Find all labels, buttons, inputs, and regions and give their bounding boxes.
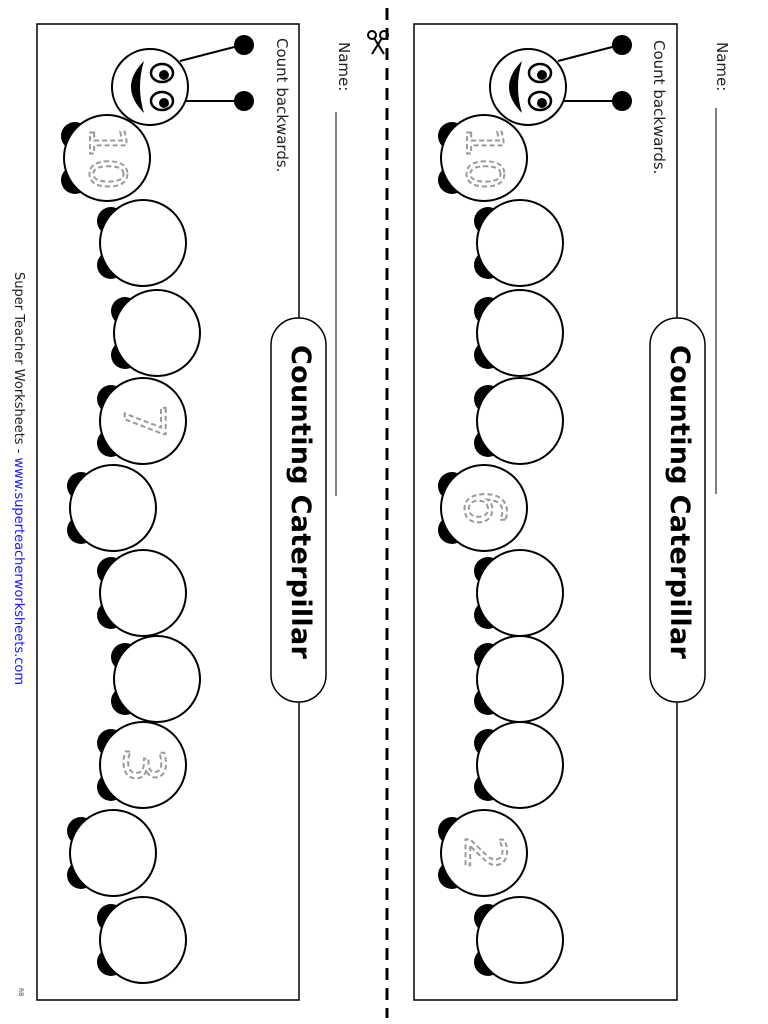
name-label-left: Name: bbox=[335, 42, 353, 92]
trace-digit: 2 bbox=[452, 835, 517, 871]
scissors-icon bbox=[367, 30, 389, 55]
segment-circle bbox=[476, 199, 564, 287]
body-segment bbox=[474, 377, 564, 465]
segment-circle bbox=[476, 377, 564, 465]
title-left: Counting Caterpillar bbox=[285, 345, 316, 660]
body-segment bbox=[97, 549, 187, 637]
body-segment bbox=[97, 199, 187, 287]
title-right: Counting Caterpillar bbox=[664, 345, 695, 660]
body-segment: 10 bbox=[438, 114, 528, 202]
segment-circle bbox=[440, 809, 528, 897]
body-segment: 6 bbox=[438, 464, 528, 552]
body-segment bbox=[474, 199, 564, 287]
mouth bbox=[131, 61, 144, 113]
caterpillar-right: 2 6 10 bbox=[438, 35, 632, 984]
segment-circle bbox=[476, 896, 564, 984]
trace-digit: 10 bbox=[455, 126, 513, 190]
segment-circle bbox=[99, 377, 187, 465]
mouth bbox=[509, 61, 522, 113]
segment-circle bbox=[113, 635, 201, 723]
caterpillar-face-icon bbox=[489, 48, 567, 126]
body-segment bbox=[474, 721, 564, 809]
segment-circle bbox=[69, 464, 157, 552]
segment-circle bbox=[99, 549, 187, 637]
body-segment bbox=[97, 896, 187, 984]
segment-circle bbox=[476, 635, 564, 723]
segment-circle bbox=[440, 464, 528, 552]
segment-circle bbox=[63, 114, 151, 202]
footer-prefix: Super Teacher Worksheets - bbox=[11, 272, 26, 458]
title-banner-right bbox=[649, 317, 706, 703]
caterpillar-face-icon bbox=[111, 48, 189, 126]
footer-credit: Super Teacher Worksheets - www.superteac… bbox=[11, 272, 26, 685]
body-segment bbox=[474, 896, 564, 984]
trace-digit: 10 bbox=[78, 126, 136, 190]
segment-circle bbox=[476, 289, 564, 377]
segment-circle bbox=[99, 896, 187, 984]
antenna bbox=[179, 44, 243, 62]
body-segment bbox=[474, 635, 564, 723]
body-segment: 2 bbox=[438, 809, 528, 897]
segment-circle bbox=[113, 289, 201, 377]
name-label-right: Name: bbox=[713, 42, 731, 92]
footer-link[interactable]: www.superteacherworksheets.com bbox=[11, 457, 26, 685]
antenna-tip bbox=[612, 91, 632, 111]
corner-code: RB bbox=[17, 988, 24, 997]
title-banner-left bbox=[270, 317, 327, 703]
instructions-left: Count backwards. bbox=[273, 38, 291, 173]
antenna-tip bbox=[234, 35, 254, 55]
body-segment: 3 bbox=[97, 721, 187, 809]
body-segment bbox=[67, 464, 157, 552]
segment-circle bbox=[69, 809, 157, 897]
segment-circle bbox=[99, 721, 187, 809]
trace-digit: 7 bbox=[111, 403, 176, 439]
antenna bbox=[557, 44, 621, 62]
body-segment: 7 bbox=[97, 377, 187, 465]
trace-digit: 3 bbox=[111, 747, 176, 783]
segment-circle bbox=[440, 114, 528, 202]
body-segment bbox=[111, 635, 201, 723]
antenna-tip bbox=[612, 35, 632, 55]
segment-circle bbox=[476, 721, 564, 809]
body-segment bbox=[111, 289, 201, 377]
body-segment bbox=[474, 549, 564, 637]
body-segment bbox=[474, 289, 564, 377]
caterpillar-left: 3 7 10 bbox=[61, 35, 254, 984]
trace-digit: 6 bbox=[452, 490, 517, 526]
antenna-tip bbox=[234, 91, 254, 111]
body-segment bbox=[67, 809, 157, 897]
instructions-right: Count backwards. bbox=[650, 40, 668, 175]
segment-circle bbox=[476, 549, 564, 637]
body-segment: 10 bbox=[61, 114, 151, 202]
segment-circle bbox=[99, 199, 187, 287]
